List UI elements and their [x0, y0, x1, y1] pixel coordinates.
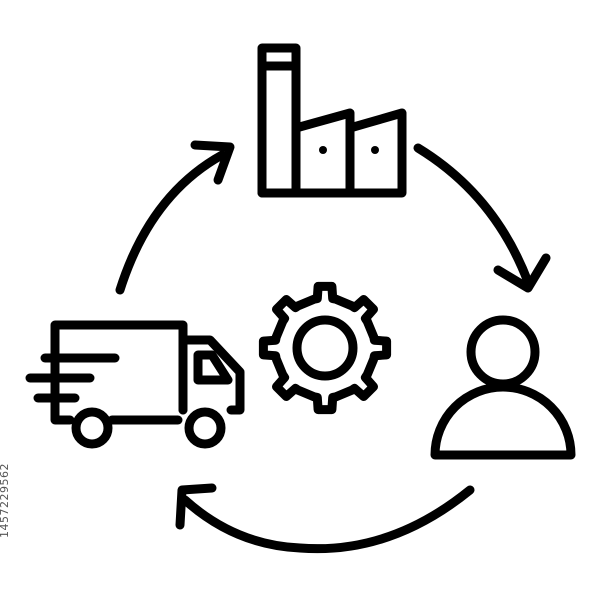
factory-icon — [257, 43, 407, 198]
stock-id-text: 1457229562 — [0, 463, 11, 538]
arrow-to-truck — [175, 483, 475, 554]
gear-icon — [258, 281, 392, 415]
truck-icon — [25, 320, 245, 449]
person-icon — [430, 315, 576, 460]
arrow-to-factory — [115, 140, 235, 295]
arrow-to-person — [413, 143, 551, 293]
